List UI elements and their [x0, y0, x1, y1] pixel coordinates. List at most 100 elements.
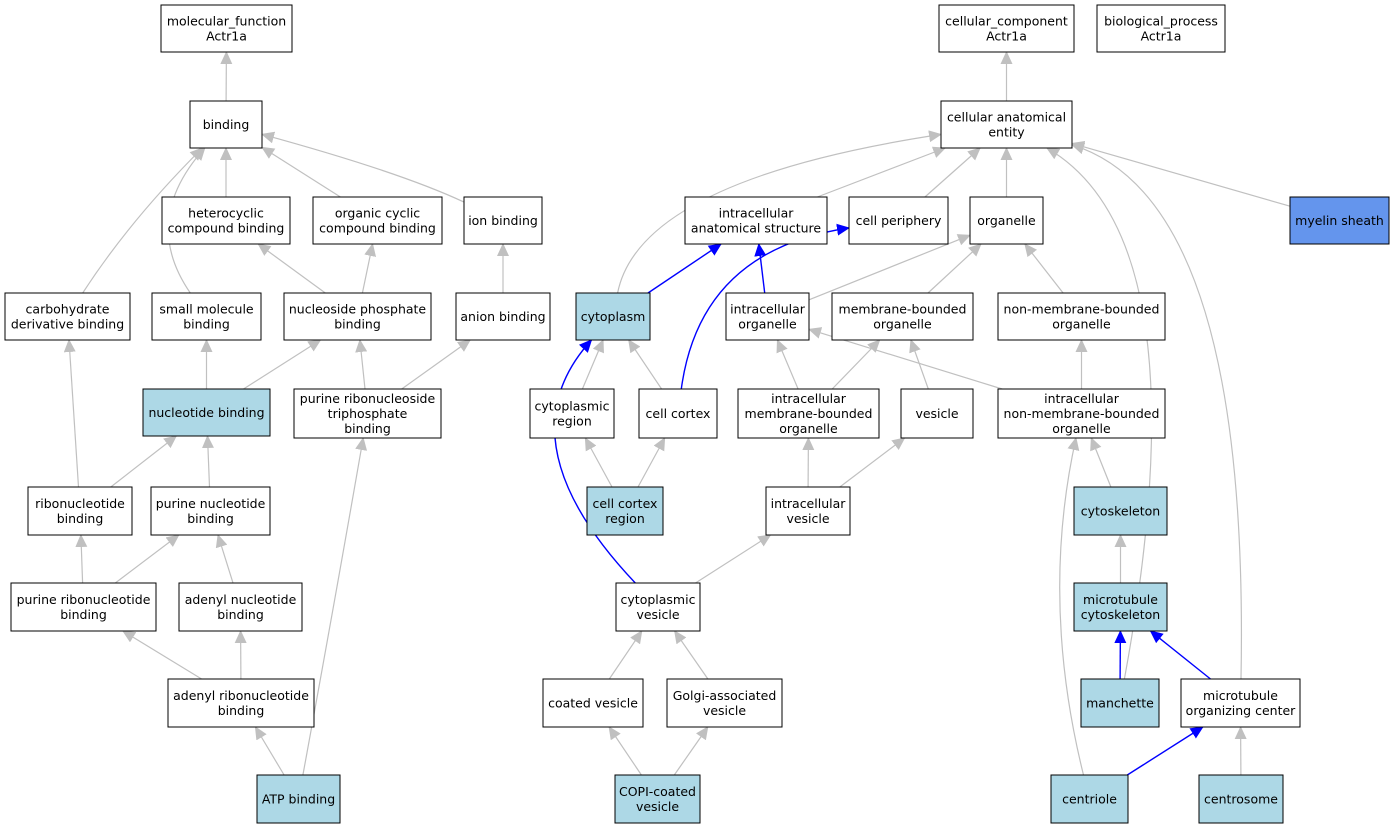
- edge-ias-to-cae: [817, 146, 947, 198]
- node-cytoplasm[interactable]: cytoplasm: [575, 292, 651, 341]
- node-coated-vesicle[interactable]: coated vesicle: [542, 678, 644, 728]
- edge-atp-binding-to-purine-rnts: [302, 437, 368, 776]
- edge-myelin-to-cae: [1071, 140, 1291, 207]
- node-box: [737, 388, 880, 439]
- node-label-line: cellular_component: [945, 14, 1068, 29]
- node-box: [1180, 678, 1301, 728]
- node-box: [167, 678, 315, 728]
- node-box: [463, 196, 543, 245]
- node-label-line: cell cortex: [646, 406, 711, 421]
- node-label-line: membrane-bounded: [745, 406, 873, 421]
- node-intra-nmb-organelle[interactable]: intracellularnon-membrane-boundedorganel…: [997, 388, 1166, 439]
- node-myelin[interactable]: myelin sheath: [1289, 196, 1390, 245]
- node-vesicle[interactable]: vesicle: [900, 388, 974, 439]
- node-label-line: cell periphery: [856, 213, 942, 228]
- edge-purine-ribonucleotide-to-ribonucleotide: [75, 534, 88, 584]
- node-atp-binding[interactable]: ATP binding: [256, 774, 341, 824]
- edge-purine-ribonucleotide-to-purine-nucleotide: [114, 534, 180, 584]
- node-manchette[interactable]: manchette: [1080, 678, 1160, 728]
- node-box: [1080, 678, 1160, 728]
- node-label-line: adenyl nucleotide: [185, 592, 297, 607]
- node-label-line: intracellular: [730, 302, 806, 317]
- node-box: [969, 196, 1044, 245]
- node-label-line: purine ribonucleoside: [300, 391, 436, 406]
- node-label-line: vesicle: [915, 406, 958, 421]
- node-cell-periphery[interactable]: cell periphery: [848, 196, 949, 245]
- node-box: [1096, 4, 1226, 53]
- node-label-line: heterocyclic: [188, 206, 264, 221]
- node-cell-cortex[interactable]: cell cortex: [638, 388, 718, 439]
- node-label-line: intracellular: [719, 206, 795, 221]
- node-label-line: binding: [187, 511, 234, 526]
- node-label-line: organizing center: [1186, 703, 1296, 718]
- edge-ribonucleotide-to-carb-deriv: [63, 339, 80, 488]
- node-label-line: vesicle: [786, 511, 829, 526]
- node-box: [161, 196, 291, 245]
- node-binding[interactable]: binding: [189, 100, 263, 149]
- node-centriole[interactable]: centriole: [1050, 774, 1129, 824]
- edge-adenyl-nucleotide-to-purine-nucleotide: [215, 534, 234, 584]
- node-box: [256, 774, 341, 824]
- edge-purine-rnts-to-anion-binding: [401, 339, 472, 390]
- node-label-line: non-membrane-bounded: [1004, 406, 1160, 421]
- node-box: [283, 292, 432, 341]
- node-box: [529, 388, 615, 439]
- node-label-line: Actr1a: [1141, 29, 1182, 44]
- node-label-line: myelin sheath: [1295, 213, 1384, 228]
- node-nucleotide-binding[interactable]: nucleotide binding: [142, 388, 271, 437]
- node-centrosome[interactable]: centrosome: [1198, 774, 1284, 824]
- edge-coated-vesicle-to-cyto-vesicle: [608, 630, 643, 680]
- node-box: [150, 486, 271, 536]
- edge-intra-mb-organelle-to-mb-organelle: [831, 339, 881, 390]
- node-box: [1198, 774, 1284, 824]
- edge-mtoc-to-cae: [1071, 142, 1243, 680]
- edge-copi-vesicle-to-coated-vesicle: [608, 726, 642, 776]
- node-box: [1073, 582, 1168, 632]
- node-box: [848, 196, 949, 245]
- node-box: [831, 292, 974, 341]
- node-label-line: binding: [218, 703, 265, 718]
- node-ion-binding[interactable]: ion binding: [463, 196, 543, 245]
- node-box: [1073, 486, 1168, 536]
- node-label-line: anion binding: [460, 309, 545, 324]
- node-box: [10, 582, 157, 632]
- node-label-line: organelle: [738, 317, 797, 332]
- node-label-line: coated vesicle: [548, 696, 638, 711]
- node-label-line: manchette: [1086, 696, 1154, 711]
- node-label-line: nucleotide binding: [148, 405, 264, 420]
- node-label-line: organelle: [977, 213, 1036, 228]
- node-box: [900, 388, 974, 439]
- node-cytoskeleton[interactable]: cytoskeleton: [1073, 486, 1168, 536]
- node-anion-binding[interactable]: anion binding: [455, 292, 551, 341]
- node-organelle[interactable]: organelle: [969, 196, 1044, 245]
